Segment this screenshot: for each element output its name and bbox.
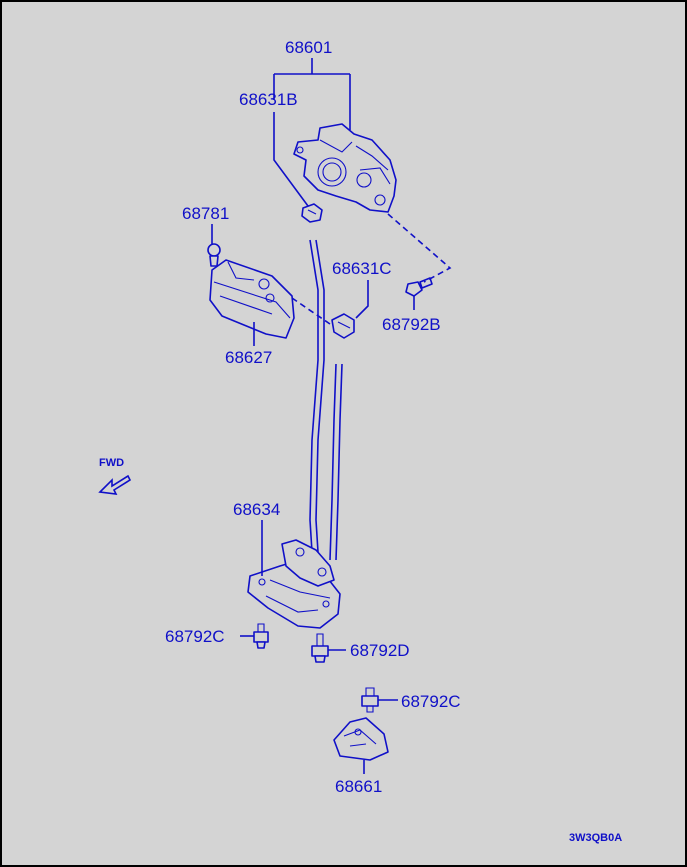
- latch-bracket-68634[interactable]: [247, 539, 341, 629]
- bolt-68792c-right[interactable]: [361, 687, 379, 713]
- bolt-68792c-left[interactable]: [253, 623, 269, 649]
- clip-68631c[interactable]: [331, 313, 355, 339]
- fwd-label: FWD: [99, 457, 124, 469]
- seat-lock-assembly-68601[interactable]: [293, 123, 397, 213]
- diagram-code: 3W3QB0A: [569, 832, 622, 844]
- label-68792c-right[interactable]: 68792C: [401, 692, 461, 711]
- label-68792c-left[interactable]: 68792C: [165, 627, 225, 646]
- clip-68631b[interactable]: [301, 203, 323, 223]
- label-68631c[interactable]: 68631C: [332, 259, 392, 278]
- label-68781[interactable]: 68781: [182, 204, 229, 223]
- fwd-arrow-icon: [98, 474, 132, 495]
- release-handle-68627[interactable]: [209, 259, 295, 339]
- label-68792b[interactable]: 68792B: [382, 315, 441, 334]
- release-cable: [309, 239, 343, 561]
- screw-68781[interactable]: [207, 243, 221, 267]
- label-68661[interactable]: 68661: [335, 777, 382, 796]
- label-68627[interactable]: 68627: [225, 348, 272, 367]
- leader-lines: [211, 58, 452, 774]
- label-68634[interactable]: 68634: [233, 500, 280, 519]
- bolt-68792b[interactable]: [405, 277, 433, 297]
- striker-68661[interactable]: [333, 717, 389, 761]
- bolt-68792d[interactable]: [311, 633, 329, 663]
- label-68792d[interactable]: 68792D: [350, 641, 410, 660]
- label-68631b[interactable]: 68631B: [239, 90, 298, 109]
- label-68601[interactable]: 68601: [285, 38, 332, 57]
